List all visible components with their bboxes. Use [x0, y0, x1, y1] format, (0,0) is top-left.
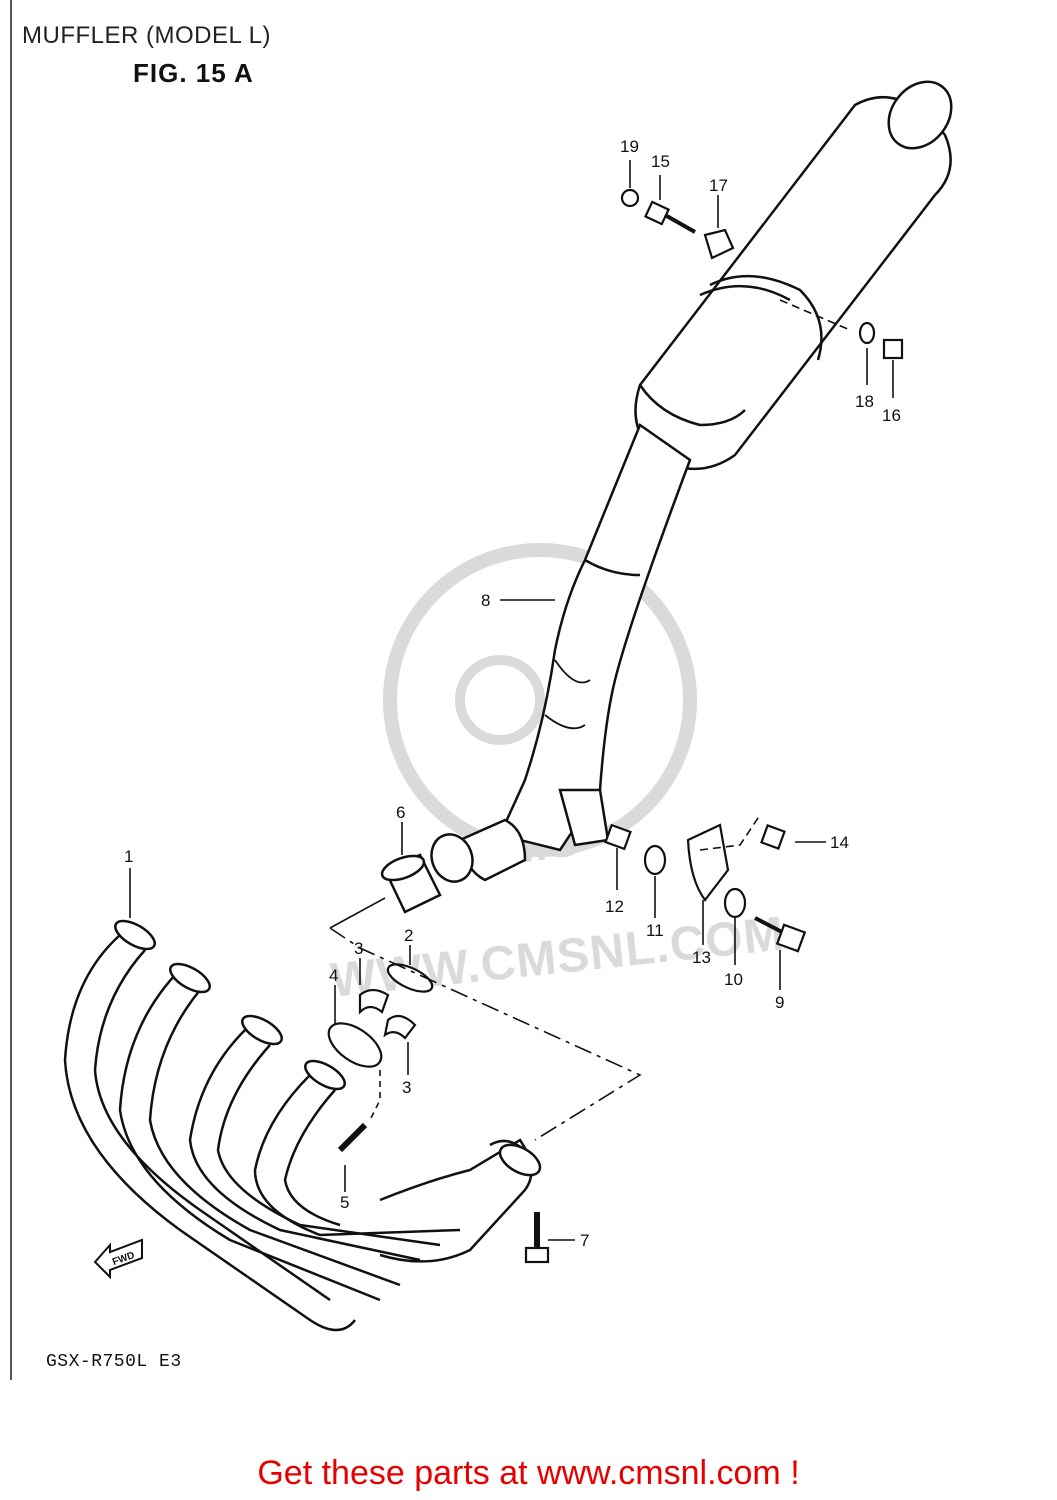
- callout-10: 10: [724, 970, 743, 989]
- watermark-url: WWW.CMSNL.COM: [328, 907, 787, 1007]
- callout-7: 7: [580, 1231, 589, 1250]
- leader-lines: [129, 160, 894, 1241]
- callout-18: 18: [855, 392, 874, 411]
- figure-label: FIG. 15 A: [133, 58, 254, 88]
- hardware-parts: [327, 188, 904, 1264]
- callout-14: 14: [830, 833, 849, 852]
- callout-13: 13: [692, 948, 711, 967]
- callout-15: 15: [651, 152, 670, 171]
- callout-3-b: 3: [402, 1078, 411, 1097]
- left-border-line: [10, 0, 12, 1380]
- page-title: MUFFLER (MODEL L): [22, 22, 271, 49]
- muffler-can: [634, 80, 953, 471]
- callout-5: 5: [340, 1193, 349, 1212]
- callout-16: 16: [882, 406, 901, 425]
- callout-3-a: 3: [354, 939, 363, 958]
- header-flanges: [114, 919, 542, 1177]
- link-pipe: [430, 423, 692, 883]
- callout-11: 11: [646, 921, 664, 940]
- callout-12: 12: [605, 897, 624, 916]
- callout-17: 17: [709, 176, 728, 195]
- connector-sleeve: [380, 853, 442, 914]
- callout-1: 1: [124, 847, 133, 866]
- callout-19: 19: [620, 137, 639, 156]
- callout-2: 2: [404, 926, 413, 945]
- callout-numbers: 19 15 17 18 16 8 6 14 1 12 11 13 10 9 3 …: [124, 137, 901, 1250]
- callout-8: 8: [481, 591, 490, 610]
- forward-arrow-badge: FWD: [93, 1238, 143, 1280]
- callout-6: 6: [396, 803, 405, 822]
- callout-9: 9: [775, 993, 784, 1012]
- exhaust-headers: [63, 934, 542, 1332]
- callout-4: 4: [329, 966, 338, 985]
- model-code: GSX-R750L E3: [46, 1352, 182, 1372]
- exploded-parts-diagram: CMS WWW.CMSNL.COM: [63, 80, 953, 1332]
- footer-parts-link[interactable]: Get these parts at www.cmsnl.com !: [257, 1454, 800, 1492]
